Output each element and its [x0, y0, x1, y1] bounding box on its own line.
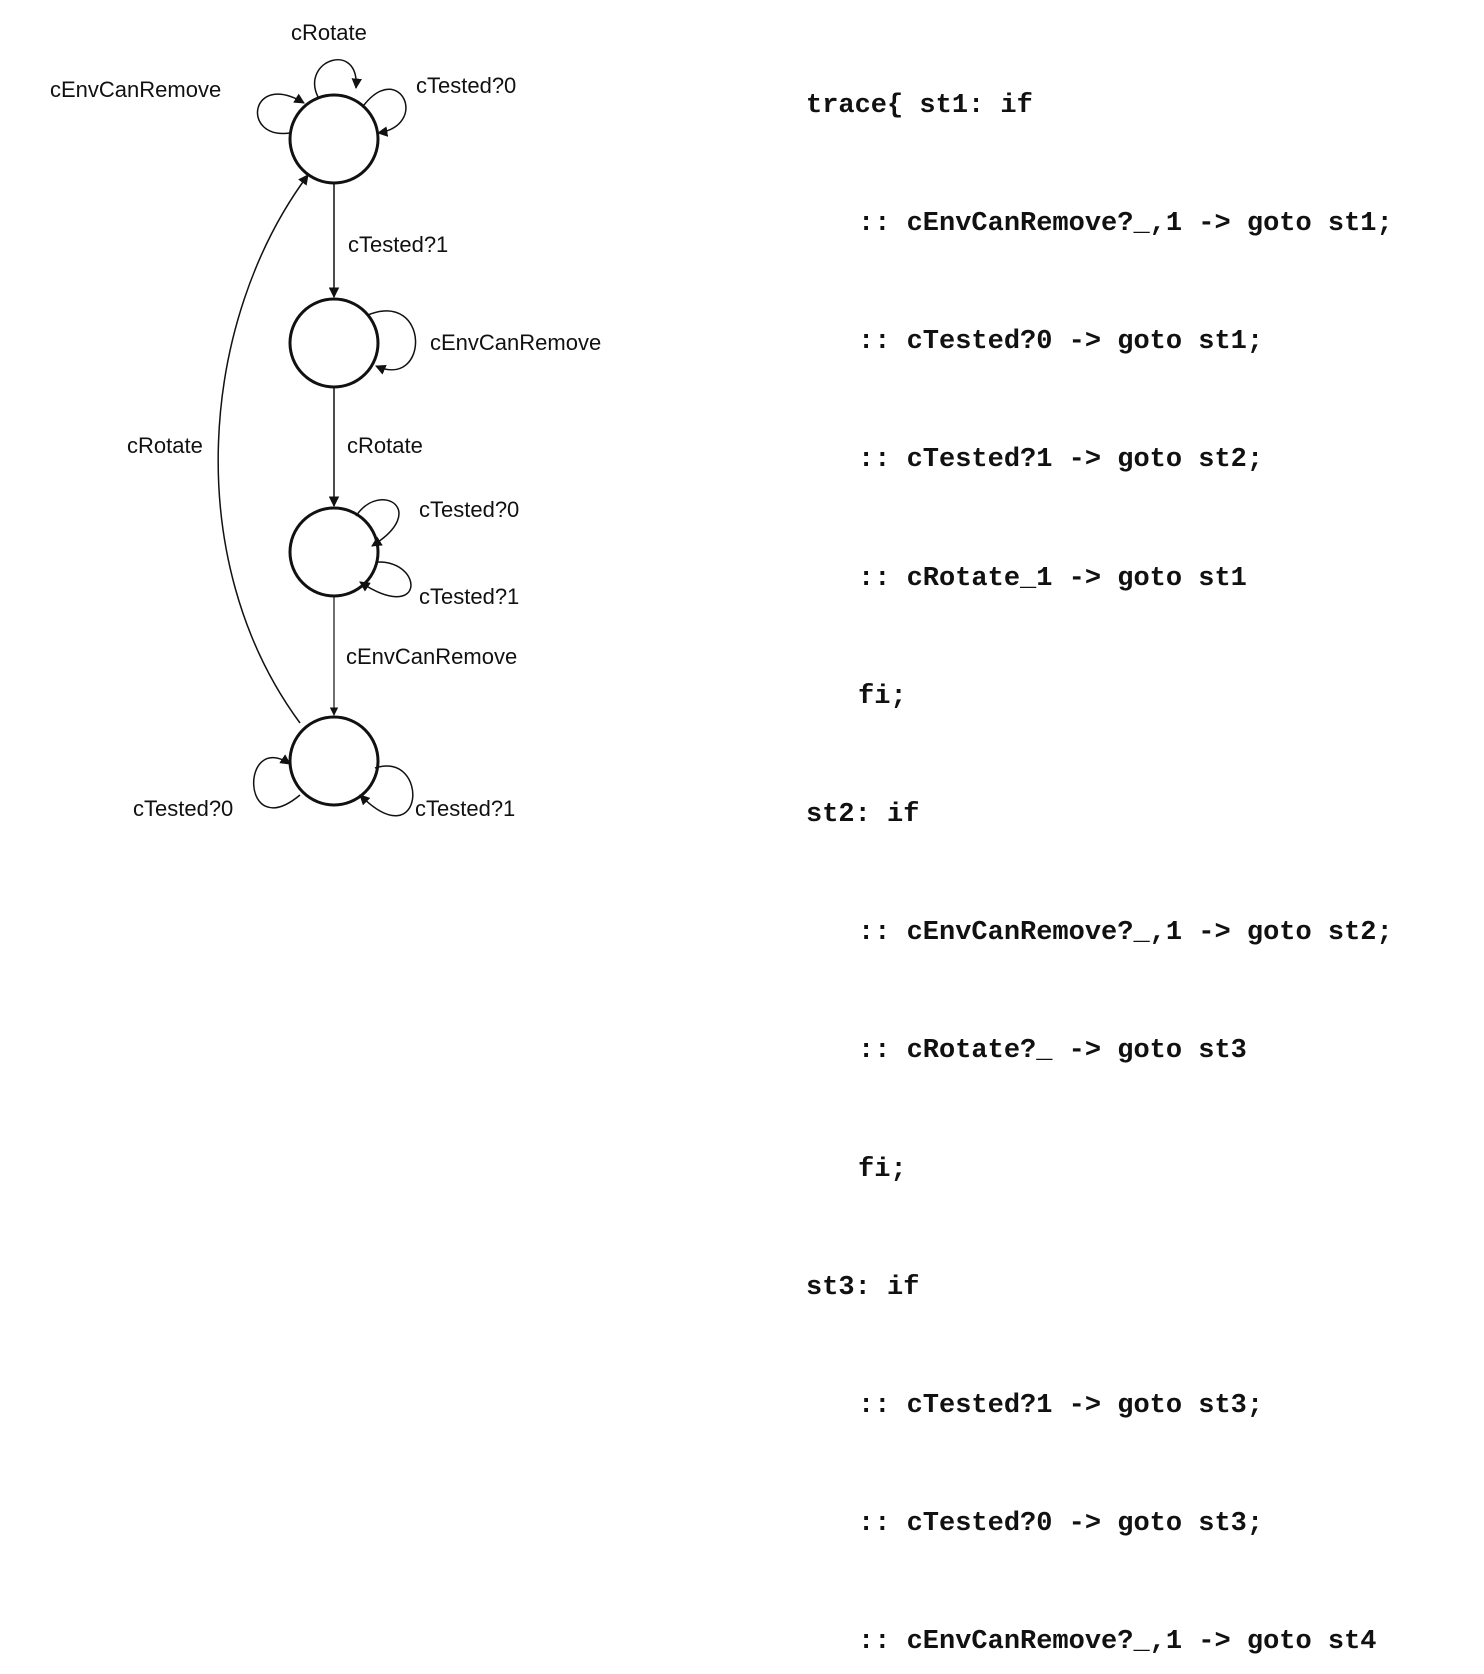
edge-st1-loop-left [256, 93, 305, 135]
state-st2 [288, 297, 380, 389]
state-st1 [288, 93, 380, 185]
code-line: fi; [858, 681, 907, 712]
edge-st3-loop-lower [359, 561, 412, 598]
promela-trace-code: trace{ st1: if :: cEnvCanRemove?_,1 -> g… [806, 8, 1393, 1674]
code-line: fi; [858, 1154, 907, 1185]
label-st2-st3: cRotate [347, 433, 423, 458]
label-st1-loop-right: cTested?0 [416, 73, 516, 98]
code-line: :: cEnvCanRemove?_,1 -> goto st2; [858, 918, 1393, 949]
state-st3 [288, 506, 380, 598]
label-st1-st2: cTested?1 [348, 232, 448, 257]
code-line: :: cRotate_1 -> goto st1 [858, 563, 1247, 594]
label-st1-loop-top: cRotate [291, 20, 367, 45]
edge-st1-loop-right [363, 88, 407, 137]
label-st3-st4: cEnvCanRemove [346, 644, 517, 669]
edge-st2-loop-right [367, 310, 417, 375]
label-st4-loop-right: cTested?1 [415, 796, 515, 821]
label-st4-st1: cRotate [127, 433, 203, 458]
edge-st3-loop-upper [355, 499, 400, 547]
label-st3-loop-lower: cTested?1 [419, 584, 519, 609]
code-line: st2: if [806, 800, 920, 831]
label-st4-loop-left: cTested?0 [133, 796, 233, 821]
edge-st4-st1 [217, 174, 309, 724]
edge-st1-loop-top [313, 59, 363, 98]
code-line: trace{ st1: if [806, 90, 1033, 121]
code-line: :: cTested?1 -> goto st2; [858, 445, 1264, 476]
label-st1-loop-left: cEnvCanRemove [50, 77, 221, 102]
code-line: st3: if [806, 1272, 920, 1303]
label-st2-loop-right: cEnvCanRemove [430, 330, 601, 355]
code-line: :: cRotate?_ -> goto st3 [858, 1036, 1247, 1067]
code-line: :: cEnvCanRemove?_,1 -> goto st4 [858, 1627, 1377, 1658]
code-line: :: cEnvCanRemove?_,1 -> goto st1; [858, 209, 1393, 240]
edge-st4-loop-right [359, 765, 414, 817]
state-machine-diagram: cRotate cEnvCanRemove cTested?0 cTested?… [50, 20, 601, 821]
code-line: :: cTested?1 -> goto st3; [858, 1391, 1264, 1422]
edge-st4-loop-left [253, 754, 301, 809]
code-line: :: cTested?0 -> goto st1; [858, 327, 1264, 358]
label-st3-loop-upper: cTested?0 [419, 497, 519, 522]
code-line: :: cTested?0 -> goto st3; [858, 1509, 1264, 1540]
state-st4 [288, 715, 380, 807]
